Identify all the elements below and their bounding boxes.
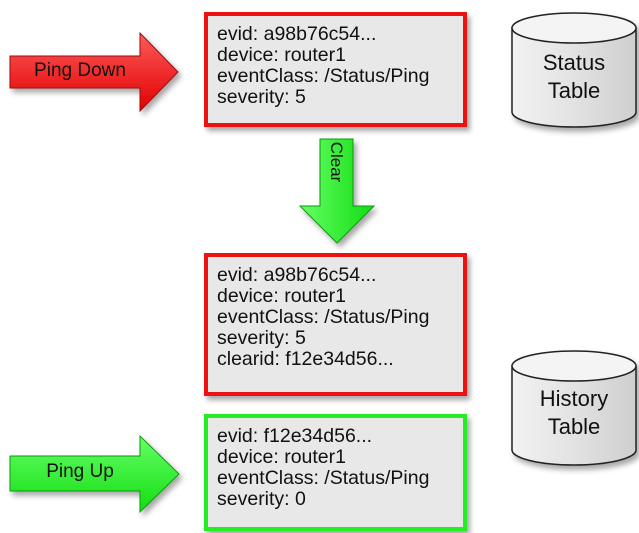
event-evid: evid: a98b76c54...: [217, 23, 377, 45]
event-device: device: router1: [217, 44, 346, 66]
history-table-label: History Table: [512, 385, 636, 441]
status-table-cylinder: [511, 12, 637, 128]
event-severity: severity: 0: [217, 488, 306, 510]
clear-event-box: evid: f12e34d56... device: router1 event…: [204, 414, 467, 531]
event-evid: evid: f12e34d56...: [217, 425, 373, 447]
status-table-line2: Table: [547, 78, 601, 103]
history-table-line2: Table: [547, 414, 601, 439]
event-device: device: router1: [217, 446, 346, 468]
event-device: device: router1: [217, 285, 346, 307]
event-severity: severity: 5: [217, 327, 306, 349]
event-clearid: clearid: f12e34d56...: [217, 348, 394, 370]
ping-up-label: Ping Up: [46, 461, 114, 482]
status-event-box: evid: a98b76c54... device: router1 event…: [204, 12, 467, 127]
event-class: eventClass: /Status/Ping: [217, 467, 430, 489]
event-severity: severity: 5: [217, 86, 306, 108]
clear-label: Clear: [327, 142, 346, 183]
status-table-line1: Status: [542, 50, 606, 75]
status-table-label: Status Table: [512, 49, 636, 105]
ping-down-arrow: [9, 31, 179, 113]
event-class: eventClass: /Status/Ping: [217, 65, 430, 87]
ping-up-arrow: [9, 434, 180, 514]
history-table-line1: History: [539, 386, 609, 411]
clear-arrow: [298, 138, 376, 244]
event-evid: evid: a98b76c54...: [217, 264, 377, 286]
ping-down-label: Ping Down: [34, 60, 126, 81]
history-table-cylinder: [511, 350, 637, 466]
cleared-event-box: evid: a98b76c54... device: router1 event…: [204, 253, 467, 396]
event-class: eventClass: /Status/Ping: [217, 306, 430, 328]
